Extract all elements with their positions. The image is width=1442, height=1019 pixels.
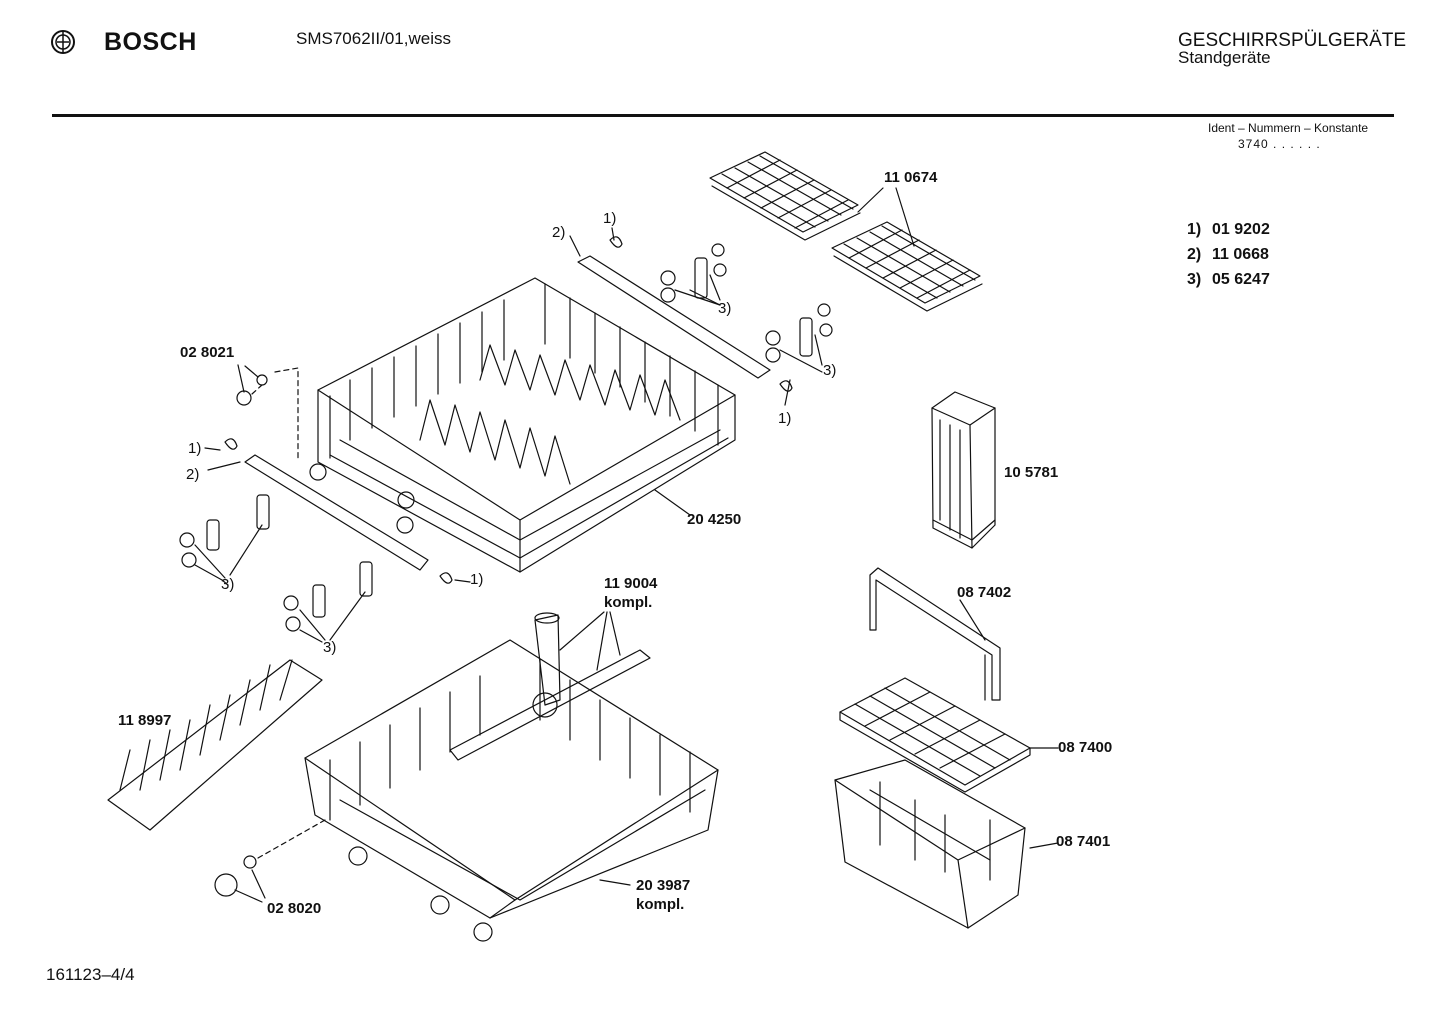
- marker-2: 2): [552, 224, 566, 241]
- roller-bracket-group: [179, 494, 270, 581]
- basket-wheel: [309, 463, 415, 534]
- marker-3: 3): [823, 362, 837, 379]
- part-label-204250: 20 4250: [687, 511, 742, 528]
- clip-icon: [439, 572, 453, 584]
- footnote-1-key: 1): [1187, 221, 1202, 238]
- ident-value: 3740 . . . . . .: [1238, 137, 1321, 151]
- brand-name: BOSCH: [104, 28, 197, 56]
- spray-arm: [449, 612, 651, 761]
- part-label-087401: 08 7401: [1056, 833, 1111, 850]
- roller-bracket-group: [765, 303, 833, 373]
- cutlery-tray-lower: [831, 221, 983, 312]
- rail-upper: [577, 255, 771, 379]
- part-label-028021: 02 8021: [180, 344, 235, 361]
- leader-203987: [599, 879, 631, 886]
- part-label-110674: 11 0674: [884, 169, 938, 186]
- part-label-203987-suffix: kompl.: [636, 896, 685, 913]
- part-label-119004-suffix: kompl.: [604, 594, 653, 611]
- cutlery-tray-upper: [709, 151, 861, 241]
- wheel-028021: [236, 364, 299, 461]
- marker-leaders: [204, 227, 791, 586]
- cutlery-box: [931, 391, 996, 549]
- part-label-118997: 11 8997: [118, 712, 172, 729]
- bosch-logo-icon: [51, 30, 75, 54]
- footnote-2-value: 11 0668: [1212, 246, 1269, 263]
- leader-119004: [559, 611, 621, 671]
- leader-087401: [1029, 842, 1059, 849]
- basket-wheel: [348, 846, 493, 942]
- marker-3: 3): [323, 639, 337, 656]
- basket-handle: [869, 567, 1001, 701]
- tine-row: [107, 659, 323, 831]
- marker-1: 1): [188, 440, 202, 457]
- clip-icon: [224, 438, 238, 450]
- upper-basket: [317, 277, 736, 573]
- document-number: 161123–4/4: [46, 965, 135, 984]
- category-title: GESCHIRRSPÜLGERÄTE: [1178, 30, 1407, 51]
- lower-basket: [304, 639, 719, 919]
- marker-1: 1): [778, 410, 792, 427]
- marker-3: 3): [718, 300, 732, 317]
- clip-icon: [609, 236, 623, 248]
- clip-icon: [779, 380, 793, 392]
- header-divider: [52, 114, 1394, 117]
- part-label-028020: 02 8020: [267, 900, 322, 917]
- part-label-119004: 11 9004: [604, 575, 658, 592]
- basket-lid: [839, 677, 1031, 793]
- leader-110674: [857, 187, 915, 247]
- marker-1: 1): [603, 210, 617, 227]
- part-label-087400: 08 7400: [1058, 739, 1113, 756]
- part-label-203987: 20 3987: [636, 877, 691, 894]
- part-label-105781: 10 5781: [1004, 464, 1059, 481]
- marker-1: 1): [470, 571, 484, 588]
- footnote-3-key: 3): [1187, 271, 1202, 288]
- category-subtitle: Standgeräte: [1178, 48, 1271, 67]
- footnote-1-value: 01 9202: [1212, 221, 1270, 238]
- leader-204250: [654, 489, 691, 516]
- rail-lower: [244, 454, 429, 571]
- leader-087402: [959, 599, 986, 641]
- roller-bracket-group: [660, 243, 727, 306]
- roller-bracket-group: [283, 561, 373, 643]
- ident-label: Ident – Nummern – Konstante: [1208, 121, 1369, 135]
- footnote-3-value: 05 6247: [1212, 271, 1270, 288]
- part-label-087402: 08 7402: [957, 584, 1012, 601]
- footnote-2-key: 2): [1187, 246, 1202, 263]
- model-number: SMS7062II/01,weiss: [296, 29, 451, 48]
- wheel-028020: [214, 819, 326, 903]
- marker-3: 3): [221, 576, 235, 593]
- cutlery-basket: [834, 759, 1026, 929]
- marker-2: 2): [186, 466, 200, 483]
